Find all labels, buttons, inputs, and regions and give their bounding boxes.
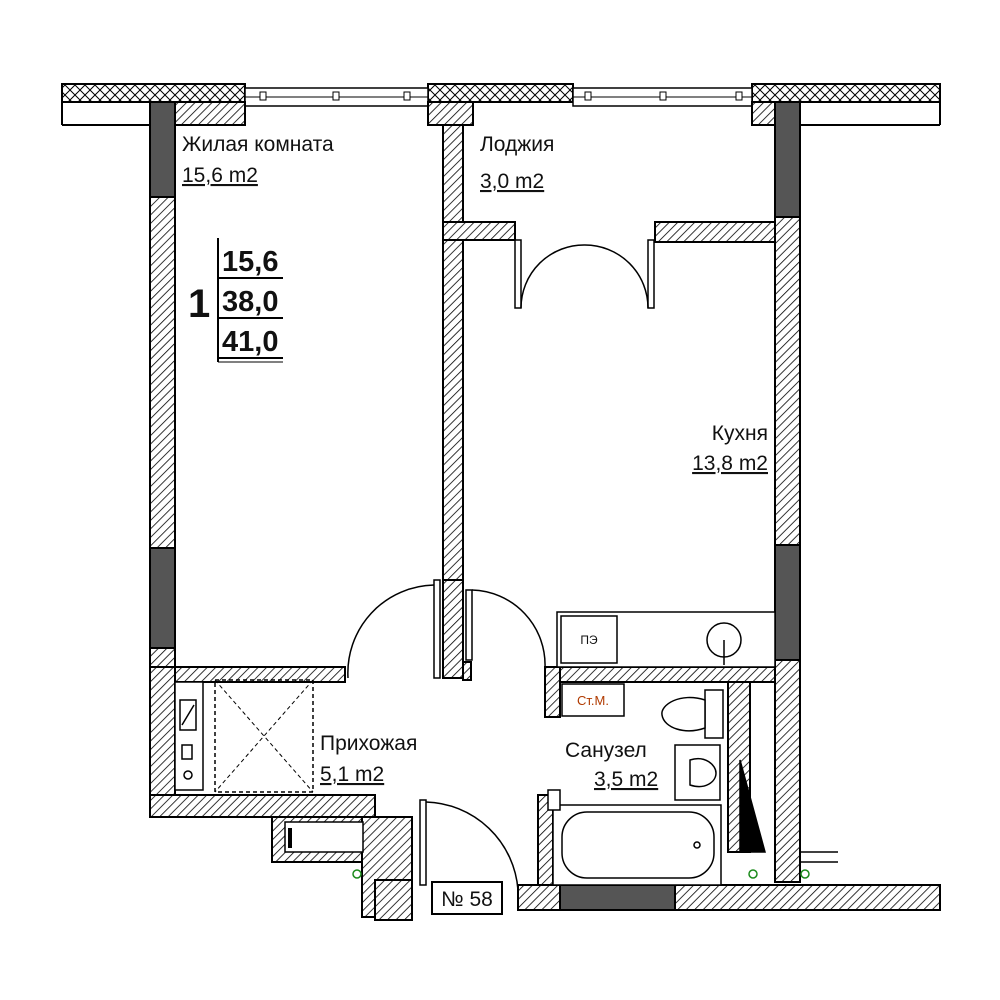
rooms-count: 1 [188, 282, 210, 326]
hall-name: Прихожая [320, 732, 417, 755]
bathroom-fixtures [547, 683, 724, 886]
walls [149, 101, 941, 921]
apartment-number-box: № 58 [431, 881, 503, 915]
kitchen-counter [556, 611, 776, 668]
bathroom-name: Санузел [565, 739, 647, 762]
area-summary: 1 15,6 38,0 41,0 [188, 238, 283, 363]
wardrobe [214, 679, 314, 793]
ventilation [728, 759, 838, 863]
sensors [352, 869, 810, 879]
kitchen-name: Кухня [712, 422, 768, 445]
sensor-icon [800, 869, 810, 879]
entrance-threshold [284, 821, 364, 853]
loggia-door [514, 239, 655, 309]
loggia-area: 3,0 m2 [480, 170, 544, 193]
hall-area: 5,1 m2 [320, 763, 384, 786]
total-area-value: 38,0 [222, 286, 278, 318]
bathroom-area: 3,5 m2 [594, 768, 658, 791]
sensor-icon [748, 869, 758, 879]
stack-label: Ст.М. [577, 693, 609, 708]
loggia-name: Лоджия [480, 133, 554, 156]
windows [244, 87, 753, 107]
kitchen-area: 13,8 m2 [692, 452, 768, 475]
interior-doors [347, 579, 546, 891]
electrical-panel [174, 681, 204, 791]
living-room-area: 15,6 m2 [182, 164, 258, 187]
sensor-icon [352, 869, 362, 879]
living-room-name: Жилая комната [182, 133, 334, 156]
stove-label: ПЭ [580, 633, 598, 647]
living-area-value: 15,6 [222, 246, 278, 278]
apartment-number: № 58 [441, 888, 493, 911]
total-with-loggia-value: 41,0 [222, 326, 278, 358]
